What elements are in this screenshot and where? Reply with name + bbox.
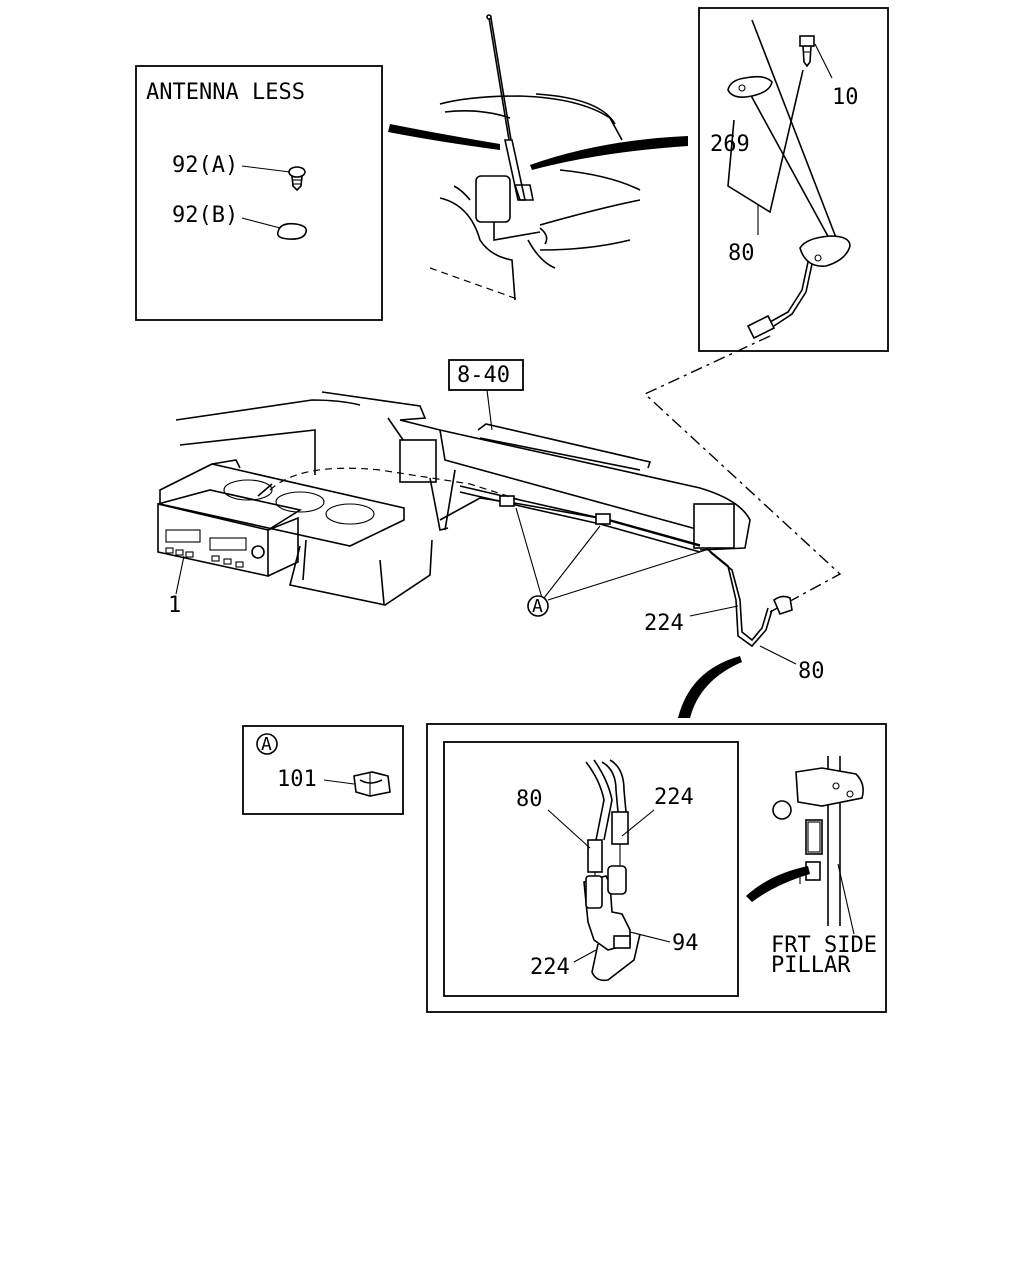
- part-label-92b: 92(B): [172, 203, 238, 228]
- ref-box-8-40: [448, 359, 524, 391]
- clip-marker-a-label: A: [261, 734, 272, 755]
- antenna-less-title: ANTENNA LESS: [146, 80, 305, 105]
- leader-92b: [241, 217, 285, 230]
- lead-line-mast-to-cable: [643, 335, 842, 613]
- connector-detail-inset: 80 224 94 224 FRT SIDE PILLAR: [426, 723, 887, 1013]
- part-label-224-main: 224: [644, 611, 684, 636]
- side-mirror: [475, 175, 511, 223]
- connector-224-top: [611, 811, 629, 845]
- clip-marker-a-circle: [256, 733, 278, 755]
- part-label-94: 94: [672, 931, 699, 956]
- marker-a-circle: [527, 595, 549, 617]
- swoosh-pillar-arrow: [746, 866, 810, 902]
- connector-detail-outer-frame: [426, 723, 887, 1013]
- part-label-80-top: 80: [728, 241, 755, 266]
- screw-10-icon: [799, 35, 815, 68]
- part-label-10: 10: [832, 85, 859, 110]
- swoosh-down-arrow: [678, 656, 742, 718]
- bracket-269: [727, 75, 773, 98]
- fender-panel: [727, 69, 804, 214]
- pillar-label-line-2: PILLAR: [771, 953, 851, 978]
- fender-line: [439, 95, 623, 141]
- antenna-less-inset: ANTENNA LESS 92(A) 92(B): [135, 65, 383, 321]
- part-label-80-main: 80: [798, 659, 825, 684]
- part-label-224-detail-bottom: 224: [530, 955, 570, 980]
- mast-base-80: [799, 235, 851, 267]
- part-label-269: 269: [710, 132, 750, 157]
- part-label-80-detail: 80: [516, 787, 543, 812]
- part-label-1: 1: [168, 593, 181, 618]
- instrument-panel-scene: 8-40: [157, 359, 825, 718]
- part-label-101: 101: [277, 767, 317, 792]
- marker-a-label: A: [532, 596, 543, 617]
- ref-label-8-40: 8-40: [457, 363, 510, 388]
- leader-92a: [241, 165, 291, 173]
- swoosh-right-arrow: [530, 136, 688, 170]
- swoosh-left-arrow: [388, 124, 500, 150]
- connector-80: [587, 839, 603, 873]
- mast-detail-inset: 10 269 80: [698, 7, 889, 352]
- front-side-pillar: [746, 756, 864, 935]
- part-label-224-detail-top: 224: [654, 785, 694, 810]
- fender-antenna-scene: [388, 14, 688, 301]
- antenna-rod: [488, 17, 510, 141]
- mast-connector: [746, 314, 776, 340]
- plug-92b-icon: [276, 222, 308, 240]
- clip-detail-frame: [242, 725, 404, 815]
- clip-detail-inset: A 101: [242, 725, 404, 815]
- connector-detail-inner-frame: [443, 741, 739, 997]
- antenna-cable-hidden: [269, 467, 521, 501]
- mast-detail-frame: [698, 7, 889, 352]
- antenna-less-frame: [135, 65, 383, 321]
- screw-92a-icon: [288, 166, 306, 192]
- pillar-label-line-1: FRT SIDE: [771, 933, 877, 958]
- clip-101-icon: [353, 771, 391, 797]
- part-label-92a: 92(A): [172, 153, 238, 178]
